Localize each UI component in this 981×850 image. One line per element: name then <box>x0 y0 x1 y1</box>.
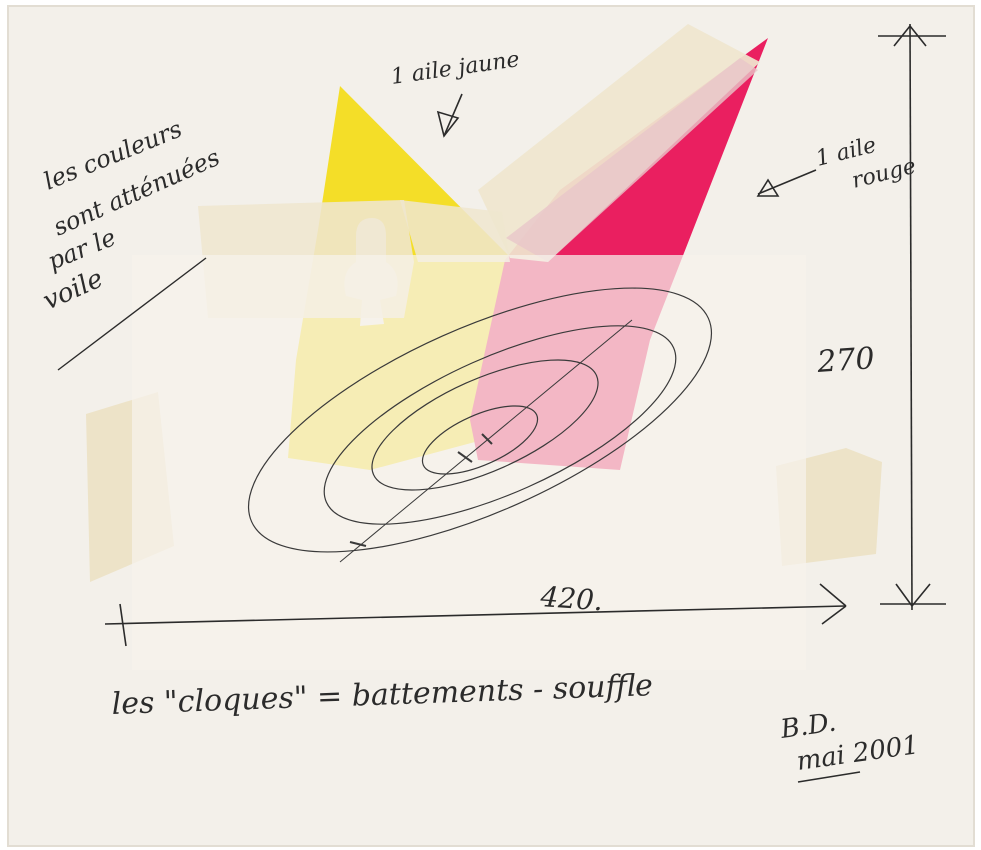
height-dimension <box>878 23 946 611</box>
width-dimension <box>104 583 847 647</box>
tape-strip-middle <box>400 200 510 262</box>
tape-strip-top-right <box>478 24 760 262</box>
tracing-paper-veil <box>132 255 806 670</box>
width-dimension-label: 420. <box>539 580 604 617</box>
date-underline <box>797 771 861 783</box>
arrow-to-red-wing <box>756 169 817 197</box>
spiral-drawing <box>247 287 713 563</box>
arrow-to-yellow-wing <box>436 93 463 138</box>
height-dimension-label: 270 <box>815 341 876 380</box>
annotation-leader-line <box>57 257 207 371</box>
